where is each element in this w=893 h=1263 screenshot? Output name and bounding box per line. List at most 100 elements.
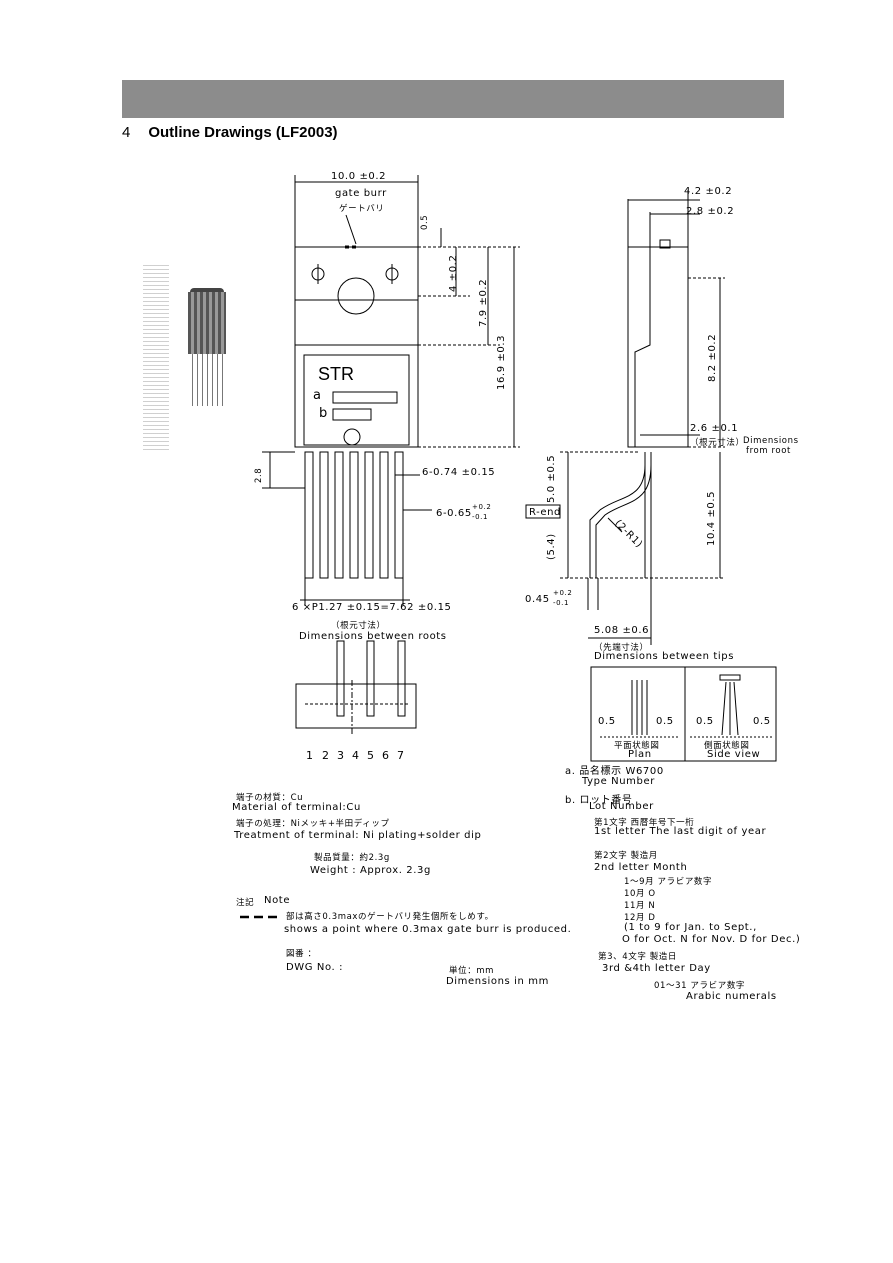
material-en: Material of terminal:Cu — [232, 802, 361, 813]
first-letter-en: 1st letter The last digit of year — [594, 826, 767, 837]
pin-number: 2 — [322, 749, 330, 762]
drawing-no-en: DWG No. : — [286, 962, 344, 973]
plan-box — [590, 666, 777, 762]
dim-2-6: 2.6 ±0.1 — [690, 423, 739, 434]
pin-number: 1 — [306, 749, 314, 762]
tips-label-jp: （先端寸法） — [594, 643, 649, 653]
plan-label: Plan — [628, 749, 652, 760]
treatment-jp: 端子の処理：Niメッキ+半田ディップ — [236, 819, 390, 829]
gate-burr-label: gate burr — [335, 188, 387, 199]
dim-pin-width: 6-0.74 ±0.15 — [422, 467, 496, 478]
plan-lead-sketch — [631, 680, 648, 735]
header-banner — [122, 80, 784, 118]
unit-en: Dimensions in mm — [446, 976, 549, 987]
third-letter-jp: 第3、4文字 製造日 — [598, 952, 678, 962]
month-note-1: (1 to 9 for Jan. to Sept., — [624, 922, 757, 933]
side-view-label: Side view — [707, 749, 761, 760]
dim-8-2: 8.2 ±0.2 — [707, 333, 718, 382]
pin-number: 4 — [352, 749, 360, 762]
month-row: 1〜9月 アラビア数字 — [624, 877, 713, 887]
product-photo — [188, 292, 226, 354]
gate-burr-label-jp: ゲートバリ — [339, 204, 385, 214]
note-a-en: Type Number — [582, 776, 655, 787]
mounting-hole — [337, 277, 375, 315]
dim-5-08: 5.08 ±0.6 — [594, 625, 650, 636]
weight-jp: 製品質量：約2.3g — [314, 853, 390, 863]
dim-width: 10.0 ±0.2 — [331, 171, 387, 182]
root-label-2: from root — [746, 446, 791, 456]
burr-note-en: shows a point where 0.3max gate burr is … — [284, 924, 572, 935]
package-body-front — [294, 246, 419, 448]
root-label-1: Dimensions — [743, 436, 799, 446]
pin-number: 7 — [397, 749, 405, 762]
roots-label-jp: （根元寸法） — [331, 621, 386, 631]
material-jp: 端子の材質：Cu — [236, 793, 304, 803]
note-b-en: Lot Number — [589, 801, 654, 812]
dim-0-45-plus: +0.2 — [553, 589, 573, 597]
r-end-label: R-end — [529, 507, 561, 518]
section-title-text: Outline Drawings (LF2003) — [148, 124, 338, 141]
plan-left-0-5: 0.5 — [598, 716, 616, 727]
mark-a-box — [332, 391, 398, 404]
side-left-0-5: 0.5 — [696, 716, 714, 727]
side-right-0-5: 0.5 — [753, 716, 771, 727]
plan-label-jp: 平面状態図 — [614, 741, 660, 751]
dim-5-4: (5.4) — [546, 533, 557, 560]
dim-pin-thick-tol-plus: +0.2 — [472, 503, 492, 511]
dim-4-2: 4.2 ±0.2 — [684, 186, 733, 197]
mold-face — [303, 354, 410, 446]
note-jp: 注記 — [236, 898, 255, 908]
treatment-en: Treatment of terminal: Ni plating+solder… — [234, 830, 482, 841]
mark-b: b — [319, 406, 328, 421]
dim-2-8: 2.8 — [254, 467, 264, 483]
tips-label: Dimensions between tips — [594, 651, 735, 662]
dim-pitch: 6 ×P1.27 ±0.15=7.62 ±0.15 — [292, 602, 452, 613]
side-lead-bent — [589, 464, 646, 578]
root-label-jp: （根元寸法） — [690, 438, 745, 448]
pin-number: 6 — [382, 749, 390, 762]
note-b-jp: b. ロット番号 — [565, 795, 633, 806]
second-letter-jp: 第2文字 製造月 — [594, 851, 658, 861]
day-en: Arabic numerals — [686, 991, 777, 1002]
r-end-box — [525, 504, 561, 519]
note-a-jp: a. 品名標示 W6700 — [565, 766, 664, 777]
ejector-mark — [343, 428, 361, 446]
pin-number: 5 — [367, 749, 375, 762]
dim-5-0: 5.0 ±0.5 — [546, 454, 557, 503]
dim-10-4: 10.4 ±0.5 — [706, 490, 717, 546]
dim-0-45: 0.45 — [525, 594, 550, 605]
side-lead-sketch — [719, 674, 741, 736]
note-en: Note — [264, 895, 291, 906]
dim-0-5: 0.5 — [420, 214, 430, 230]
package-side-view — [627, 246, 689, 448]
roots-label: Dimensions between roots — [299, 631, 447, 642]
photo-scan-noise — [143, 265, 169, 450]
product-photo-pins — [192, 354, 224, 406]
dim-16-9: 16.9 ±0.3 — [496, 334, 507, 390]
third-letter-en: 3rd &4th letter Day — [602, 963, 711, 974]
month-row: 10月 O — [624, 889, 656, 899]
mark-a: a — [313, 388, 322, 403]
pin-number: 3 — [337, 749, 345, 762]
plan-right-0-5: 0.5 — [656, 716, 674, 727]
package-end-view — [295, 683, 417, 729]
dim-pin-thick: 6-0.65 — [436, 508, 472, 519]
mark-str: STR — [318, 364, 354, 384]
unit-jp: 単位：mm — [449, 966, 495, 976]
dim-4: 4 ±0.2 — [448, 254, 459, 292]
dim-pin-thick-tol-minus: -0.1 — [472, 513, 489, 521]
dim-0-45-minus: -0.1 — [553, 599, 570, 607]
month-row: 11月 N — [624, 901, 656, 911]
burr-note-jp: 部は高さ0.3maxのゲートバリ発生個所をしめす。 — [286, 912, 494, 922]
day-jp: 01〜31 アラビア数字 — [654, 981, 746, 991]
side-view-label-jp: 側面状態図 — [704, 741, 750, 751]
weight-en: Weight : Approx. 2.3g — [310, 865, 431, 876]
drawing-no-jp: 図番 ： — [286, 949, 317, 959]
front-pins — [304, 451, 404, 579]
second-letter-en: 2nd letter Month — [594, 862, 688, 873]
month-note-2: O for Oct. N for Nov. D for Dec.) — [622, 934, 801, 945]
mark-b-box — [332, 408, 372, 421]
first-letter-jp: 第1文字 西暦年号下一桁 — [594, 818, 695, 828]
